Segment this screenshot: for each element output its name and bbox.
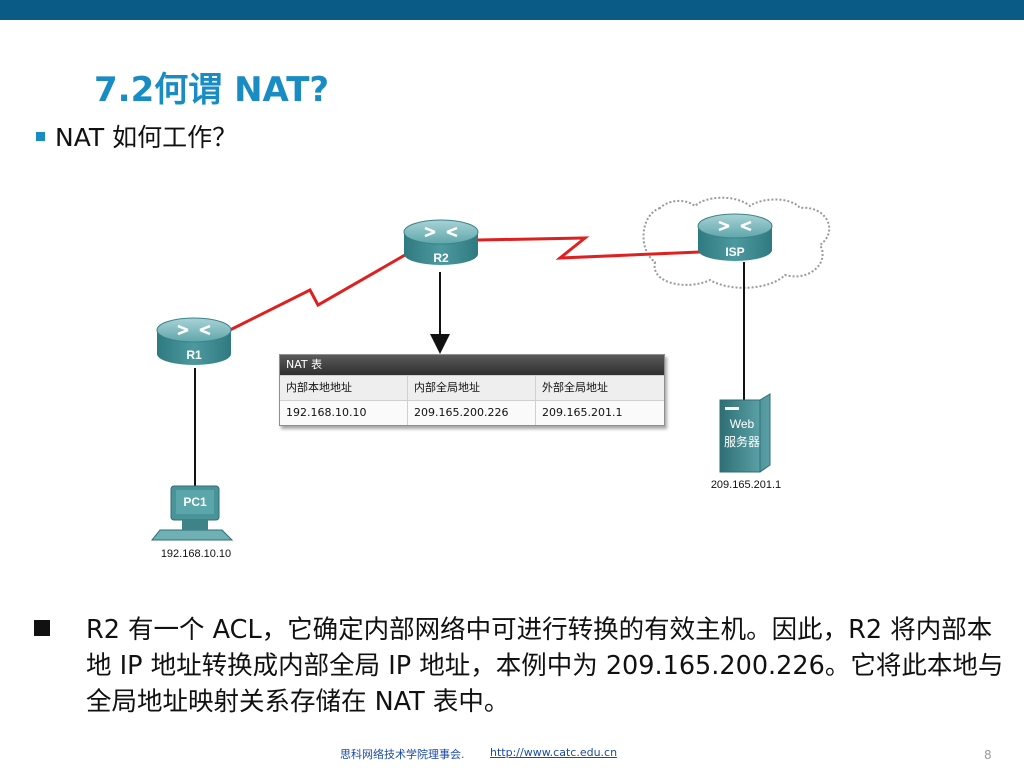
nat-cell-inside-global: 209.165.200.226 <box>408 401 536 425</box>
nat-col-outside-global: 外部全局地址 <box>542 381 608 394</box>
nat-table-header-row: 内部本地地址 内部全局地址 外部全局地址 <box>280 375 664 400</box>
nat-cell-inside-local: 192.168.10.10 <box>280 401 408 425</box>
sub-bullet: NAT 如何工作？ <box>36 118 237 154</box>
router-isp-icon <box>697 213 773 261</box>
router-r2-icon <box>403 219 479 265</box>
router-r1-icon <box>156 317 232 365</box>
nat-table: NAT 表 内部本地地址 内部全局地址 外部全局地址 192.168.10.10… <box>279 354 665 426</box>
top-bar <box>0 0 1024 20</box>
footer-link[interactable]: http://www.catc.edu.cn <box>490 746 618 759</box>
page-number: 8 <box>984 748 992 762</box>
serial-link-r1-r2 <box>229 253 406 332</box>
web-server-icon <box>719 393 771 473</box>
footer-org: 思科网络技术学院理事会. <box>340 748 465 761</box>
nat-table-title: NAT 表 <box>280 355 664 375</box>
slide-title: 7.2何谓 NAT? <box>94 70 330 110</box>
nat-col-inside-global: 内部全局地址 <box>408 376 536 400</box>
pc1-ip: 192.168.10.10 <box>161 548 231 560</box>
pc1-label: PC1 <box>183 495 207 509</box>
server-ip: 209.165.201.1 <box>711 479 781 491</box>
nat-col-inside-local: 内部本地地址 <box>280 376 408 400</box>
server-label-web: Web <box>730 417 755 431</box>
server-label-cn: 服务器 <box>724 434 760 449</box>
sub-bullet-text: NAT 如何工作？ <box>55 123 238 152</box>
bullet-square-icon <box>36 131 45 141</box>
router-isp-label: ISP <box>725 245 744 259</box>
serial-link-r2-isp <box>477 236 701 260</box>
pc1-icon <box>150 485 234 541</box>
router-r1-label: R1 <box>186 348 202 362</box>
network-diagram: R2 R1 ISP PC1 192.168.10.10 Web 服务器 209.… <box>150 196 831 560</box>
nat-cell-outside-global: 209.165.201.1 <box>542 406 623 419</box>
table-row: 192.168.10.10 209.165.200.226 209.165.20… <box>280 400 664 425</box>
router-r2-label: R2 <box>433 251 449 265</box>
main-bullet-text: R2 有一个 ACL，它确定内部网络中可进行转换的有效主机。因此，R2 将内部本… <box>86 615 1004 717</box>
bullet-square-icon <box>34 620 50 636</box>
